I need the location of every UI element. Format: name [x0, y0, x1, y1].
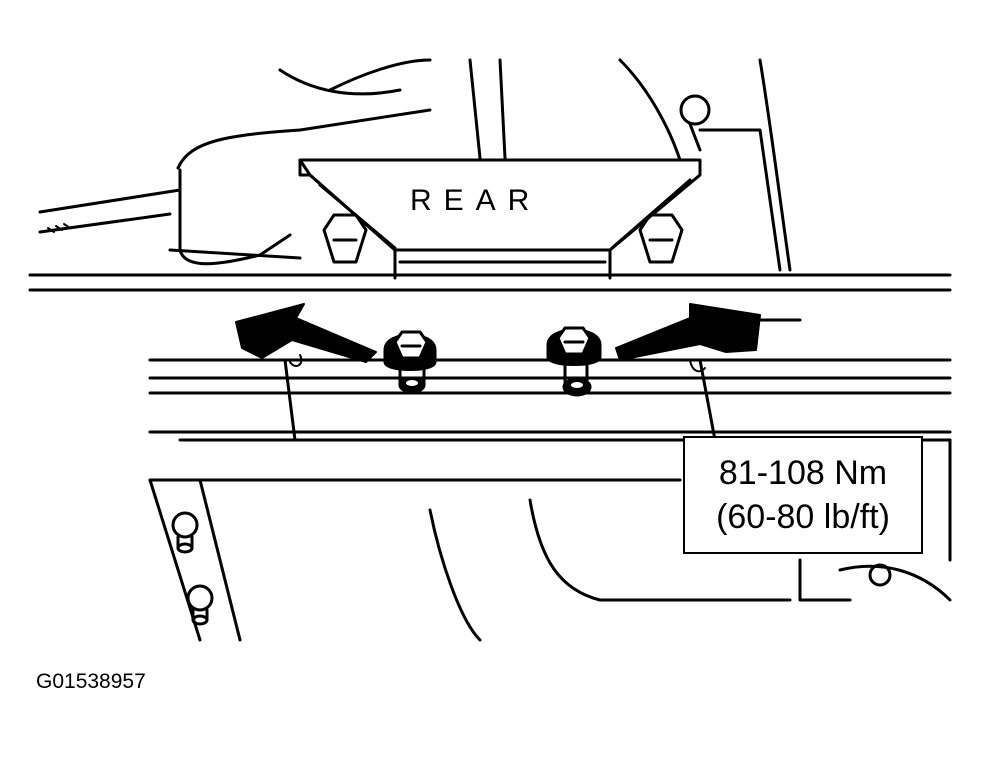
- torque-spec-callout: 81-108 Nm (60-80 lb/ft): [683, 436, 923, 554]
- arrow-left: [235, 303, 377, 363]
- torque-spec-imperial: (60-80 lb/ft): [716, 498, 890, 536]
- upper-bolt-right: [638, 213, 684, 264]
- frame-bolt-upper: [171, 511, 199, 554]
- transmission-body: [38, 58, 792, 272]
- frame-bolt-lower: [186, 584, 214, 626]
- upper-bolt-left: [322, 213, 368, 264]
- figure-id: G01538957: [36, 670, 146, 693]
- torque-spec-metric: 81-108 Nm: [718, 454, 888, 492]
- mount-nut-right: [546, 326, 602, 397]
- frame-bolt-right: [868, 563, 892, 587]
- rear-mount-bracket: [298, 158, 702, 280]
- rear-label: REAR: [410, 184, 541, 217]
- arrow-right: [615, 303, 761, 361]
- mount-nut-left: [383, 330, 437, 394]
